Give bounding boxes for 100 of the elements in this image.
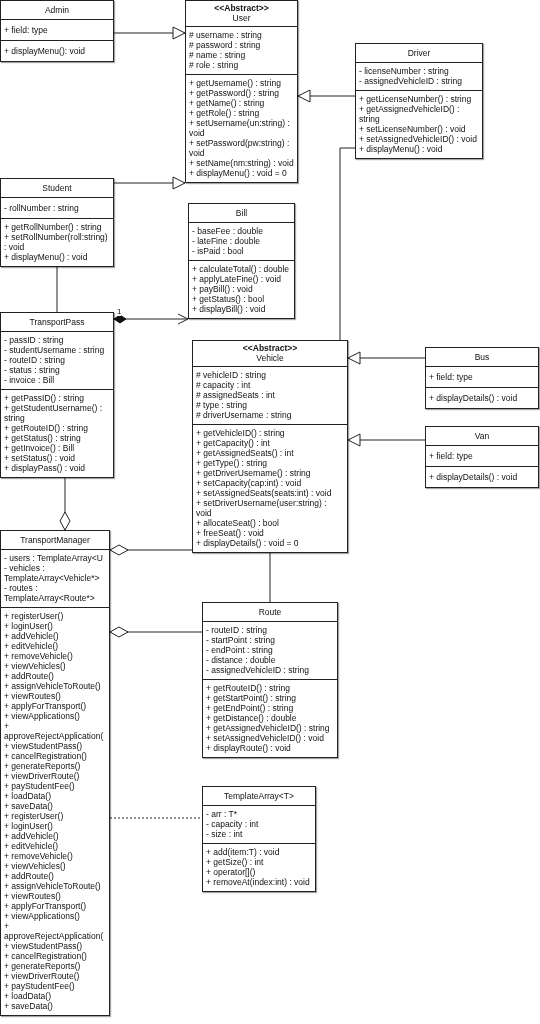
class-member: + getPassID() : string [4,393,86,403]
class-member: - arr : T* [206,809,238,819]
class-member: + loadData() [4,991,52,1001]
class-member: + viewDriverRoute() [4,771,81,781]
class-member: + getAssignedSeats() : int [196,448,295,458]
association-line [339,147,356,341]
class-member: # username : string [189,30,263,40]
class-member: + payStudentFee() [4,981,76,991]
class-name: TransportPass [29,317,85,327]
class-member: + displayMenu() : void [359,144,444,154]
class-member: + cancelRegistration() [4,951,88,961]
class-member: # driverUsername : string [196,410,293,420]
class-member: - distance : double [206,655,277,665]
class-member: # password : string [189,40,262,50]
class-name: TransportManager [20,535,90,545]
class-box [0,312,114,478]
class-member: + displayDetails() : void [429,393,519,403]
class-member: + generateReports() [4,761,82,771]
class-member: + allocateSeat() : bool [196,518,280,528]
generalization-arrow [113,176,186,190]
class-member: - capacity : int [206,819,260,829]
class-member: - size : int [206,829,244,839]
class-member: - rollNumber : string [4,203,80,213]
class-member: + setDriverUsername(user:string) : void [196,498,328,518]
class-member: + getAssignedVehicleID() : string [206,723,331,733]
class-member: + loginUser() [4,621,54,631]
class-box [0,0,114,62]
class-member: + field: type [429,451,474,461]
class-member: + setAssignedSeats(seats:int) : void [196,488,333,498]
class-member: + generateReports() [4,961,82,971]
class-member: + applyLateFine() : void [192,274,283,284]
class-name: Van [474,431,490,441]
class-member: + viewRoutes() [4,691,62,701]
class-member: + applyForTransport() [4,701,88,711]
class-member: + calculateTotal() : double [192,264,291,274]
class-member: + setRollNumber(roll:string) : void [4,232,109,252]
class-name: Vehicle [256,353,284,363]
class-member: - isPaid : bool [192,246,245,256]
class-member: + payBill() : void [192,284,254,294]
class-member: + assignVehicleToRoute() [4,681,102,691]
class-member: + getEndPoint() : string [206,703,295,713]
class-member: # type : string [196,400,249,410]
class-box [185,0,298,183]
class-member: + assignVehicleToRoute() [4,881,102,891]
class-member: - routeID : string [4,355,66,365]
dependency-line [109,817,203,819]
class-member: + getName() : string [189,98,266,108]
class-member: + viewDriverRoute() [4,971,81,981]
class-member: + getUsername() : string [189,78,282,88]
class-member: + getCapacity() : int [196,438,271,448]
class-member: + getStartPoint() : string [206,693,297,703]
class-member: + applyForTransport() [4,901,88,911]
multiplicity-label: 1 [117,307,122,316]
class-member: + displayRoute() : void [206,743,292,753]
class-member: + loadData() [4,791,52,801]
class-member: + addRoute() [4,871,55,881]
class-member: + getStatus() : bool [192,294,266,304]
class-member: # name : string [189,50,247,60]
class-member: + viewApplications() [4,911,81,921]
class-member: - assignedVehicleID : string [206,665,310,675]
class-box [202,786,316,892]
class-member: + addVehicle() [4,631,60,641]
class-name: Admin [44,5,70,15]
aggregation-line [109,626,203,638]
class-member: - status : string [4,365,61,375]
class-member: + getAssignedVehicleID() : string [359,104,461,124]
class-member: + getLicenseNumber() : string [359,94,473,104]
class-member: - routeID : string [206,625,268,635]
class-member: + removeVehicle() [4,651,74,661]
class-member: + viewStudentPass() [4,741,84,751]
class-member: + getRole() : string [189,108,261,118]
class-member: + getPassword() : string [189,88,280,98]
class-member: - studentUsername : string [4,345,106,355]
class-member: + registerUser() [4,611,65,621]
class-member: + viewVehicles() [4,861,67,871]
class-member: + getRollNumber() : string [4,222,103,232]
class-member: + getStatus() : string [4,433,82,443]
class-member: # assignedSeats : int [196,390,276,400]
class-member: + getDistance() : double [206,713,298,723]
class-member: + viewStudentPass() [4,941,84,951]
class-member: + setAssignedVehicleID() : void [206,733,325,743]
class-member: + editVehicle() [4,841,60,851]
class-member: # vehicleID : string [196,370,267,380]
class-member: + setName(nm:string) : void [189,158,294,168]
class-box [0,530,110,1016]
class-member: + getRouteID() : string [206,683,291,693]
class-member: + cancelRegistration() [4,751,88,761]
class-member: - passID : string [4,335,65,345]
class-member: + viewApplications() [4,711,81,721]
class-name: Student [42,183,72,193]
class-member: + getDriverUsername() : string [196,468,312,478]
class-member: - routes : TemplateArray<Route*> [4,583,96,603]
class-member: + operator[]() [206,867,257,877]
class-member: + getInvoice() : Bill [4,443,76,453]
stereotype-label: <<Abstract>> [214,3,269,13]
class-member: + getSize() : int [206,857,265,867]
class-box [192,340,348,553]
class-member: - licenseNumber : string [359,66,450,76]
class-box [0,178,114,267]
class-box [425,347,539,409]
